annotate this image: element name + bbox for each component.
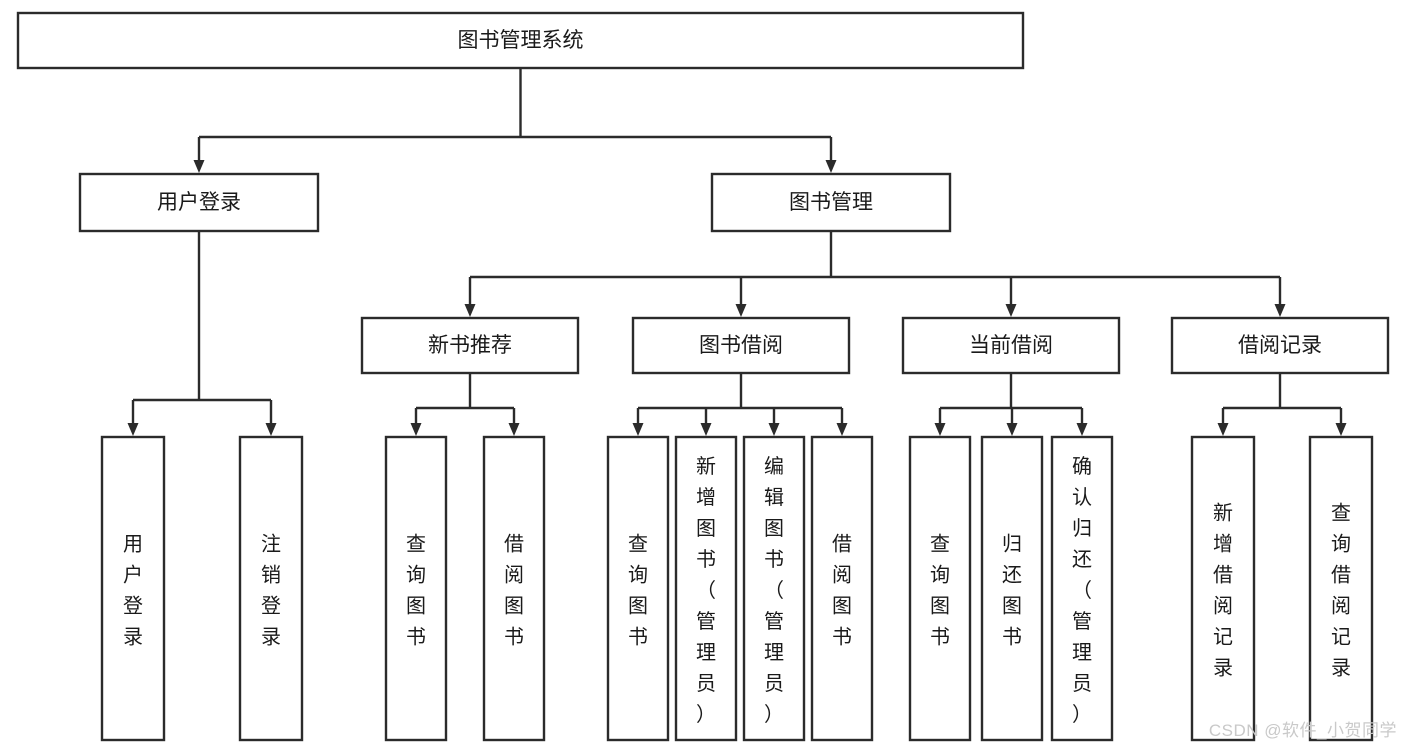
node-borrow-record-rect[interactable] (1170, 316, 1390, 375)
level2-current-borrow-to-leaves-arrow-1 (1006, 408, 1018, 436)
userlogin-to-leaves-arrow-0 (127, 400, 139, 436)
node-leaf-borrow-book-2-rect[interactable] (810, 435, 874, 742)
node-leaf-confirm-return-admin-label: 确认归还（管理员） (1072, 455, 1092, 726)
node-leaf-add-book-admin-rect[interactable] (674, 435, 738, 742)
node-leaf-add-borrow-record-rect[interactable] (1190, 435, 1256, 742)
node-new-book-recommend-rect[interactable] (360, 316, 580, 375)
node-current-borrow[interactable]: 当前借阅 (901, 316, 1121, 375)
node-leaf-borrow-book-1[interactable]: 借阅图书 (482, 435, 546, 742)
node-leaf-borrow-book-1-rect[interactable] (482, 435, 546, 742)
node-leaf-user-login-label: 用户登录 (123, 534, 143, 649)
node-book-borrow[interactable]: 图书借阅 (631, 316, 851, 375)
bookmgmt-to-level2-arrow-2 (1005, 277, 1017, 317)
node-leaf-query-borrow-record[interactable]: 查询借阅记录 (1308, 435, 1374, 742)
node-leaf-query-book-2[interactable]: 查询图书 (606, 435, 670, 742)
level2-borrow-record-to-leaves-arrow-1 (1335, 408, 1347, 436)
node-user-login-rect[interactable] (78, 172, 320, 233)
node-borrow-record[interactable]: 借阅记录 (1170, 316, 1390, 375)
node-leaf-user-login-rect[interactable] (100, 435, 166, 742)
node-layer: 图书管理系统用户登录图书管理新书推荐图书借阅当前借阅借阅记录用户登录注销登录查询… (16, 11, 1390, 742)
level2-new-book-recommend-to-leaves-arrow-0 (410, 408, 422, 436)
node-leaf-add-borrow-record-label: 新增借阅记录 (1213, 502, 1233, 680)
level2-book-borrow-to-leaves-arrow-0 (632, 408, 644, 436)
node-current-borrow-rect[interactable] (901, 316, 1121, 375)
node-root-label: 图书管理系统 (458, 29, 584, 52)
node-leaf-query-book-3-label: 查询图书 (930, 533, 950, 649)
node-leaf-confirm-return-admin[interactable]: 确认归还（管理员） (1050, 435, 1114, 742)
level2-book-borrow-to-leaves-arrow-1 (700, 408, 712, 436)
node-leaf-edit-book-admin[interactable]: 编辑图书（管理员） (742, 435, 806, 742)
node-book-borrow-rect[interactable] (631, 316, 851, 375)
node-leaf-borrow-book-2[interactable]: 借阅图书 (810, 435, 874, 742)
node-leaf-query-book-1-rect[interactable] (384, 435, 448, 742)
node-leaf-edit-book-admin-rect[interactable] (742, 435, 806, 742)
level2-book-borrow-to-leaves-arrow-3 (836, 408, 848, 436)
node-user-login-label: 用户登录 (157, 191, 241, 214)
node-leaf-add-book-admin-label: 新增图书（管理员） (696, 455, 716, 726)
node-leaf-query-book-1[interactable]: 查询图书 (384, 435, 448, 742)
node-leaf-query-book-2-label: 查询图书 (628, 533, 648, 649)
node-user-login[interactable]: 用户登录 (78, 172, 320, 233)
bookmgmt-to-level2-arrow-3 (1274, 277, 1286, 317)
node-leaf-add-borrow-record[interactable]: 新增借阅记录 (1190, 435, 1256, 742)
node-book-management[interactable]: 图书管理 (710, 172, 952, 233)
node-leaf-borrow-book-1-label: 借阅图书 (504, 533, 524, 649)
node-leaf-confirm-return-admin-rect[interactable] (1050, 435, 1114, 742)
node-leaf-logout-login-label: 注销登录 (261, 533, 281, 649)
bookmgmt-to-level2-arrow-1 (735, 277, 747, 317)
node-leaf-query-book-3[interactable]: 查询图书 (908, 435, 972, 742)
node-leaf-logout-login-rect[interactable] (238, 435, 304, 742)
level2-current-borrow-to-leaves-arrow-2 (1076, 408, 1088, 436)
node-book-management-rect[interactable] (710, 172, 952, 233)
level2-book-borrow-to-leaves-arrow-2 (768, 408, 780, 436)
node-leaf-return-book[interactable]: 归还图书 (980, 435, 1044, 742)
userlogin-to-leaves-arrow-1 (265, 400, 277, 436)
node-leaf-user-login[interactable]: 用户登录 (100, 435, 166, 742)
connector-layer (127, 68, 1347, 436)
node-new-book-recommend[interactable]: 新书推荐 (360, 316, 580, 375)
node-leaf-add-book-admin[interactable]: 新增图书（管理员） (674, 435, 738, 742)
node-book-management-label: 图书管理 (789, 191, 873, 214)
node-leaf-logout-login[interactable]: 注销登录 (238, 435, 304, 742)
node-leaf-query-book-2-rect[interactable] (606, 435, 670, 742)
level2-current-borrow-to-leaves-arrow-0 (934, 408, 946, 436)
node-leaf-query-book-1-label: 查询图书 (406, 533, 426, 649)
node-leaf-return-book-rect[interactable] (980, 435, 1044, 742)
node-leaf-query-borrow-record-rect[interactable] (1308, 435, 1374, 742)
node-leaf-borrow-book-2-label: 借阅图书 (832, 533, 852, 649)
node-new-book-recommend-label: 新书推荐 (428, 334, 512, 357)
level2-borrow-record-to-leaves-arrow-0 (1217, 408, 1229, 436)
node-root-rect[interactable] (16, 11, 1025, 70)
node-leaf-edit-book-admin-label: 编辑图书（管理员） (764, 455, 784, 726)
node-leaf-query-book-3-rect[interactable] (908, 435, 972, 742)
bookmgmt-to-level2-arrow-0 (464, 277, 476, 317)
node-root[interactable]: 图书管理系统 (16, 11, 1025, 70)
node-leaf-return-book-label: 归还图书 (1002, 533, 1022, 649)
level2-new-book-recommend-to-leaves-arrow-1 (508, 408, 520, 436)
node-borrow-record-label: 借阅记录 (1238, 334, 1322, 357)
node-leaf-query-borrow-record-label: 查询借阅记录 (1331, 502, 1351, 680)
node-current-borrow-label: 当前借阅 (969, 334, 1053, 357)
root-to-level1-arrow-0 (193, 137, 205, 173)
root-to-level1-arrow-1 (825, 137, 837, 173)
node-book-borrow-label: 图书借阅 (699, 334, 783, 357)
